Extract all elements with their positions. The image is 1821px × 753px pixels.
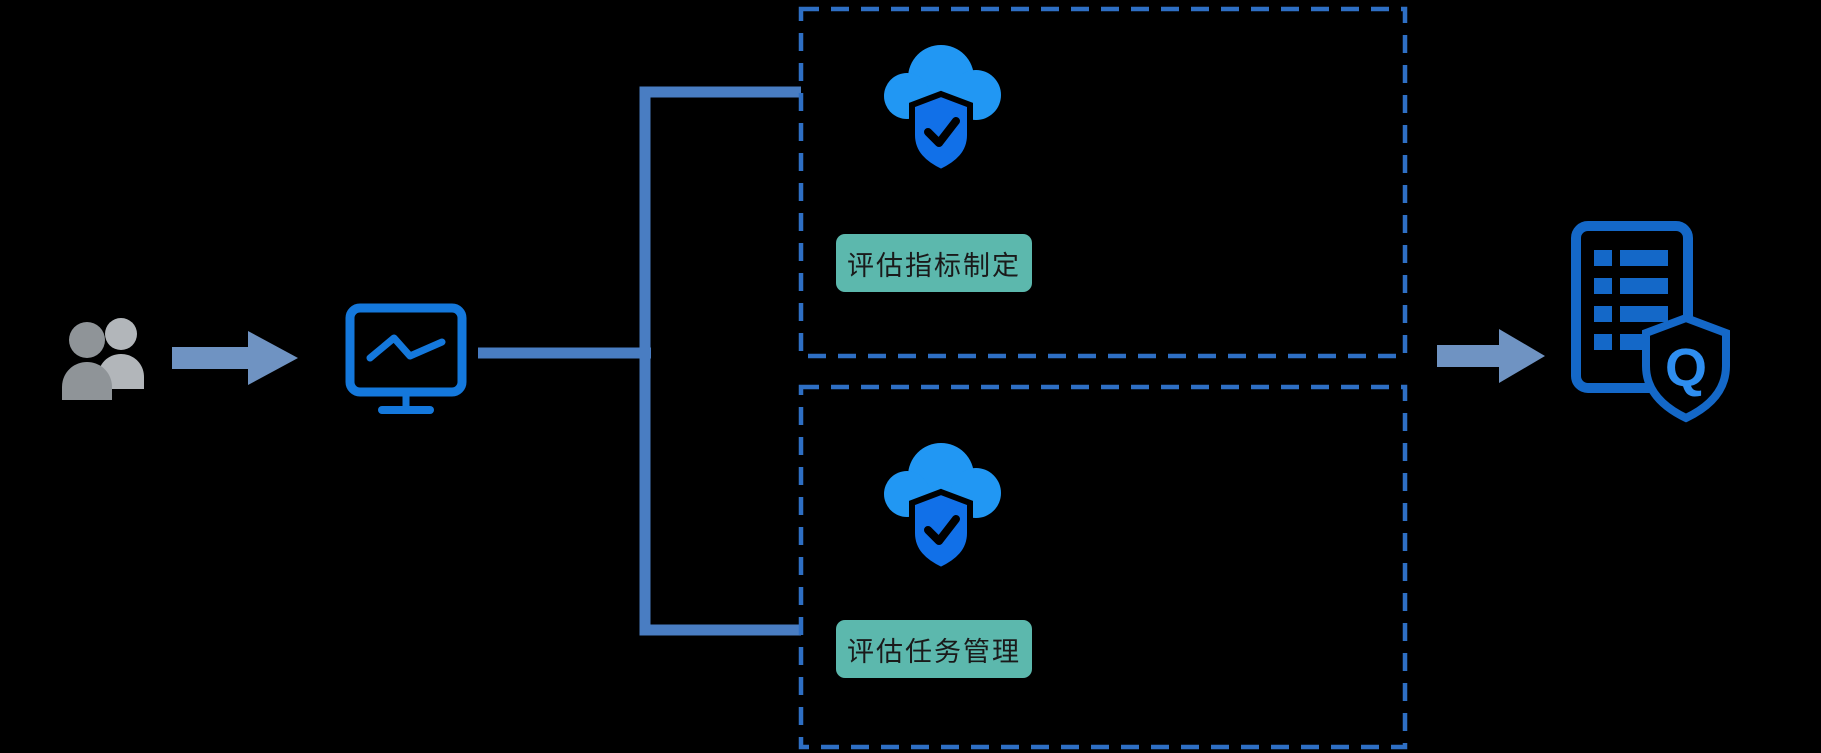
module-label-indicator: 评估指标制定 (836, 234, 1032, 292)
monitor-pulse-icon (345, 303, 467, 414)
module-box-top-border (798, 6, 1408, 359)
module-box-bottom-border (798, 384, 1408, 750)
module-label-indicator-text: 评估指标制定 (847, 250, 1021, 281)
module-label-task: 评估任务管理 (836, 620, 1032, 678)
arrow-left-icon (172, 331, 298, 385)
branch-bracket-line (639, 86, 801, 636)
users-icon (62, 318, 144, 400)
arrow-right-icon (1437, 329, 1545, 383)
report-quality-shield-icon: Q (1571, 221, 1730, 423)
quality-shield-letter: Q (1665, 338, 1707, 398)
cloud-shield-check-icon (884, 443, 1001, 574)
module-label-task-text: 评估任务管理 (847, 636, 1021, 667)
cloud-shield-check-icon (884, 45, 1001, 176)
quality-shield (1642, 313, 1730, 423)
